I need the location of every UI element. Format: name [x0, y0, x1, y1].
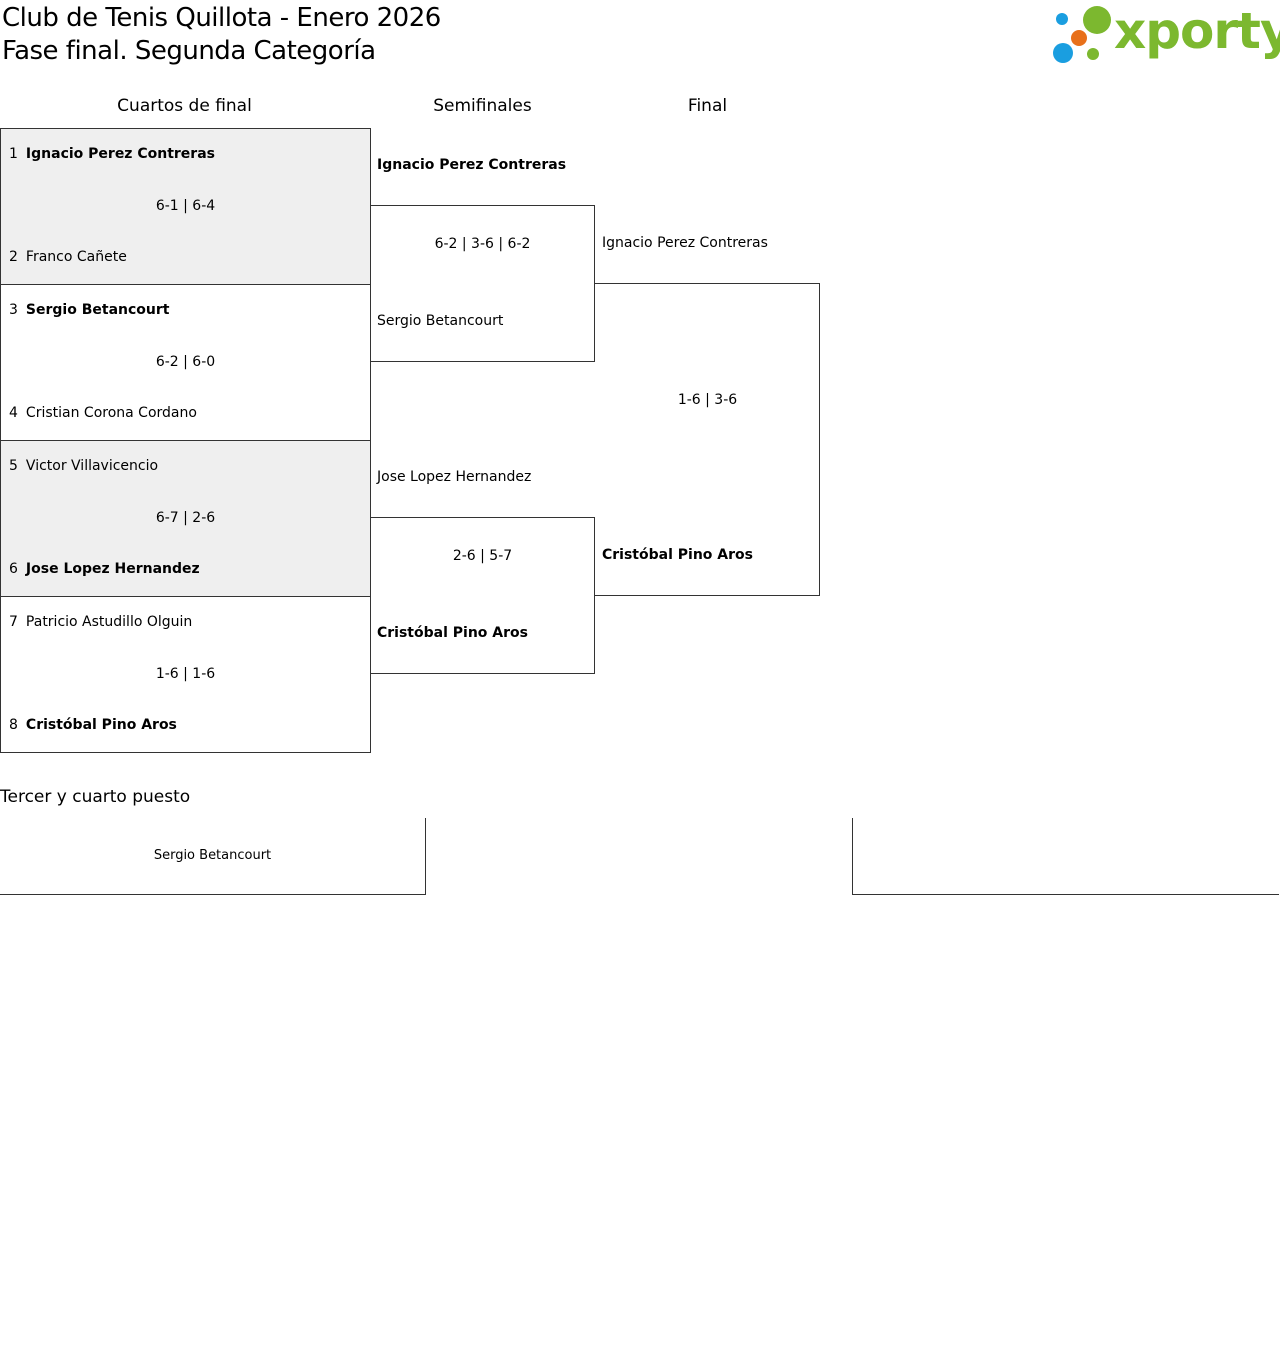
quarterfinal-match-2: 3 Sergio Betancourt 6-2 | 6-0 4 Cristian C…: [0, 284, 371, 441]
seed: 7: [9, 614, 18, 630]
seed: 1: [9, 146, 18, 162]
player-row: 2 Franco Cañete: [9, 249, 127, 265]
seed: 4: [9, 405, 18, 421]
player-row: 6 Jose Lopez Hernandez: [9, 561, 200, 577]
quarterfinal-match-1: 1 Ignacio Perez Contreras 6-1 | 6-4 2 Fran…: [0, 128, 371, 285]
semifinal-1-score: 6-2 | 3-6 | 6-2: [434, 236, 531, 252]
final-match: [595, 283, 820, 596]
semifinal-1-player-2: Sergio Betancourt: [377, 313, 504, 329]
quarterfinal-match-3: 5 Victor Villavicencio 6-7 | 2-6 6 Jose Lo…: [0, 440, 371, 597]
player-name: Cristian Corona Cordano: [25, 405, 197, 421]
player-name: Jose Lopez Hernandez: [25, 561, 200, 577]
semifinal-2-score: 2-6 | 5-7: [452, 548, 513, 564]
semifinal-match-1: [370, 205, 595, 362]
match-score: 6-1 | 6-4: [155, 198, 216, 214]
third-place-player: Sergio Betancourt: [153, 848, 272, 863]
player-row: 5 Victor Villavicencio: [9, 458, 158, 474]
seed: 3: [9, 302, 18, 318]
player-name: Cristóbal Pino Aros: [25, 717, 177, 733]
xporty-logo: xporty: [1050, 2, 1280, 66]
player-row: 8 Cristóbal Pino Aros: [9, 717, 177, 733]
player-name: Franco Cañete: [25, 249, 127, 265]
player-row: 4 Cristian Corona Cordano: [9, 405, 197, 421]
final-score: 1-6 | 3-6: [677, 392, 738, 408]
semifinal-2-player-2: Cristóbal Pino Aros: [377, 625, 528, 641]
match-score: 6-2 | 6-0: [155, 354, 216, 370]
page-title: Club de Tenis Quillota - Enero 2026: [2, 3, 441, 33]
match-score: 6-7 | 2-6: [155, 510, 216, 526]
seed: 5: [9, 458, 18, 474]
player-name: Ignacio Perez Contreras: [25, 146, 215, 162]
match-score: 1-6 | 1-6: [155, 666, 216, 682]
semifinal-2-player-1: Jose Lopez Hernandez: [377, 469, 532, 485]
player-row: 3 Sergio Betancourt: [9, 302, 169, 318]
quarterfinal-match-4: 7 Patricio Astudillo Olguin 1-6 | 1-6 8 Cr…: [0, 596, 371, 753]
player-name: Patricio Astudillo Olguin: [25, 614, 193, 630]
player-row: 7 Patricio Astudillo Olguin: [9, 614, 192, 630]
seed: 8: [9, 717, 18, 733]
round-heading-final: Final: [687, 96, 728, 116]
final-player-1: Ignacio Perez Contreras: [602, 235, 768, 251]
player-name: Victor Villavicencio: [25, 458, 159, 474]
third-place-left-bracket: [0, 818, 426, 895]
player-row: 1 Ignacio Perez Contreras: [9, 146, 215, 162]
page-subtitle: Fase final. Segunda Categoría: [2, 36, 376, 66]
logo-text: xporty: [1114, 2, 1280, 60]
semifinal-1-player-1: Ignacio Perez Contreras: [377, 157, 567, 173]
third-place-right-bracket: [852, 818, 1279, 895]
round-heading-quarterfinals: Cuartos de final: [117, 96, 252, 116]
seed: 2: [9, 249, 18, 265]
third-place-heading: Tercer y cuarto puesto: [0, 787, 191, 807]
xporty-logo-dots-icon: [1053, 6, 1111, 63]
player-name: Sergio Betancourt: [25, 302, 170, 318]
round-heading-semifinals: Semifinales: [433, 96, 532, 116]
seed: 6: [9, 561, 18, 577]
semifinal-match-2: [370, 517, 595, 674]
final-player-2: Cristóbal Pino Aros: [602, 547, 753, 563]
